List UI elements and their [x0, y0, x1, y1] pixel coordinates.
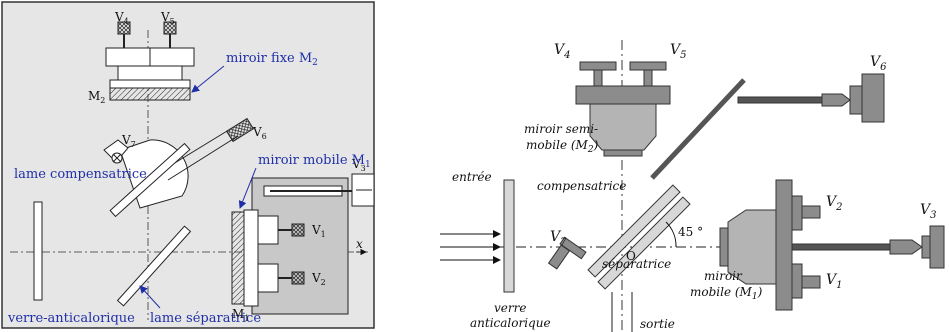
v5-label-right: V5 [670, 42, 687, 61]
v1-screw-right-icon [801, 275, 821, 289]
v5-screw-right-icon [629, 61, 667, 71]
v6-knob-icon [861, 73, 885, 123]
v4-label: V4 [114, 10, 129, 26]
right-mobile-mirror-m1 [719, 227, 729, 267]
v6-label-right: V6 [870, 54, 887, 73]
v3-label-right: V3 [920, 202, 937, 221]
origin-label: O [626, 249, 636, 263]
verre-label-2: anticalorique [470, 316, 551, 330]
miroir-semi-label-1: miroir semi- [524, 122, 598, 136]
miroir-mobile-pointer [238, 167, 257, 209]
miroir-mobile-label: miroir mobile M1 [258, 153, 371, 170]
v7-knob-right-icon [547, 244, 571, 270]
mobile-mirror-mount [231, 173, 375, 315]
v2-label-right: V2 [826, 194, 843, 213]
miroir-fixe-pointer [191, 65, 225, 93]
v1-screw-icon [291, 223, 305, 237]
heat-filter [33, 201, 43, 301]
semi-mobile-mirror-mount [575, 61, 671, 157]
v6-arm-assembly [650, 73, 885, 180]
x-axis-label: x [356, 237, 363, 251]
v1-label-right: V1 [826, 272, 843, 291]
right-separator-plate [597, 196, 691, 290]
compensator-assembly [103, 117, 255, 218]
angle-label: 45 ° [678, 225, 703, 239]
v2-screw-right-icon [801, 205, 821, 219]
m2-label: M2 [88, 89, 105, 105]
left-diagram: V4 V5 M2 miroir fixe M2 V6 V7 lame compe… [1, 1, 375, 329]
v1-label-left: V1 [311, 223, 326, 239]
separatrice-label: séparatrice [602, 257, 671, 271]
v7-label-left: V7 [121, 133, 136, 149]
compensator-arm [650, 78, 746, 180]
miroir-mobile-right-label-2: mobile (M1) [690, 285, 763, 302]
lame-separatrice-pointer [139, 285, 161, 309]
v7-knob-right [547, 236, 587, 270]
plates-45 [587, 184, 691, 290]
right-heat-filter [503, 179, 515, 293]
lame-separatrice-label: lame séparatrice [150, 311, 261, 326]
verre-label-1: verre [494, 301, 526, 315]
v5-label: V5 [160, 10, 175, 26]
mobile-mirror-m1 [231, 211, 245, 305]
m1-label: M1 [232, 307, 249, 323]
sortie-label: sortie [640, 317, 675, 331]
right-diagram: V4 V5 miroir semi- mobile (M2) V6 verre … [440, 40, 945, 332]
lame-compensatrice-label: lame compensatrice [14, 167, 147, 182]
compensator-plate [109, 142, 191, 218]
v7-label-right: V7 [550, 229, 567, 248]
entree-label: entrée [452, 170, 492, 184]
miroir-fixe-label: miroir fixe M2 [226, 51, 318, 68]
v4-label-right: V4 [554, 42, 571, 61]
semi-mobile-mirror-m2 [603, 149, 643, 157]
separator-plate [116, 225, 192, 307]
miroir-mobile-right-label-1: miroir [704, 269, 743, 283]
fixed-mirror-m2 [109, 87, 191, 101]
v2-label-left: V2 [311, 271, 326, 287]
compensatrice-label: compensatrice [537, 179, 626, 193]
v6-screw-icon [225, 117, 255, 143]
v4-screw-right-icon [579, 61, 617, 71]
verre-anticalorique-label: verre-anticalorique [7, 311, 135, 326]
v3-label-left: V3 [351, 157, 366, 173]
v6-label-left: V6 [252, 125, 267, 141]
right-mobile-mirror-mount [719, 179, 945, 311]
v3-knob-right-icon [929, 225, 945, 269]
right-compensator-plate [587, 184, 681, 278]
miroir-semi-label-2: mobile (M2) [526, 138, 599, 155]
fixed-mirror-mount [105, 21, 195, 101]
angle-arc [665, 221, 677, 248]
v2-screw-icon [291, 271, 305, 285]
